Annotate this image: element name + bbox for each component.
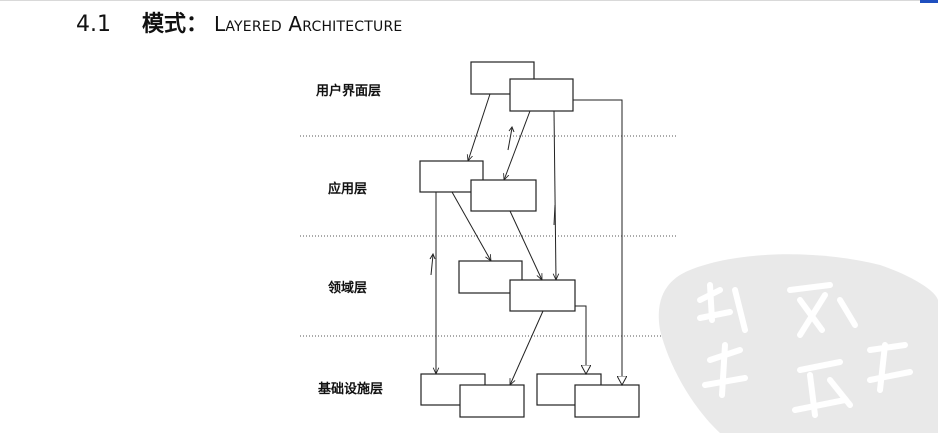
return-arrow-2 [553, 204, 556, 226]
arrow-app-to-domain-2 [509, 210, 543, 280]
arrow-app-to-domain-1 [451, 191, 491, 261]
layer-label-infrastructure: 基础设施层 [318, 382, 384, 397]
seal-stamp [658, 254, 938, 433]
arrow-ui-to-domain [554, 110, 556, 280]
arrow-ui-to-app-1 [468, 93, 491, 161]
return-arrow-3 [430, 254, 434, 276]
layer-label-application: 应用层 [328, 182, 368, 197]
layer-separators [300, 135, 678, 337]
top-accent-bar [920, 0, 938, 3]
section-number: 4.1 [76, 12, 111, 37]
component-boxes [419, 61, 640, 418]
layer-label-domain: 领域层 [328, 281, 368, 296]
app-box-2 [470, 179, 537, 212]
return-arrow-3-head [429, 252, 436, 260]
layer-label-ui: 用户界面层 [316, 84, 382, 99]
dependency-arrows [429, 93, 622, 385]
arrow-domain-to-infra-1 [509, 310, 544, 385]
ui-box-2 [509, 78, 574, 112]
infra-box-4 [574, 384, 640, 418]
arrow-domain-to-infra-2 [575, 305, 586, 374]
infra-box-2 [459, 384, 525, 418]
domain-box-2 [509, 279, 576, 312]
section-heading: 4.1 模式： Layered Architecture [76, 6, 402, 38]
section-chinese-title: 模式： [142, 12, 209, 37]
section-title: Layered Architecture [214, 12, 403, 36]
return-arrow-1 [507, 127, 513, 151]
arrow-ui-to-app-2 [504, 110, 531, 180]
return-arrow-1-head [508, 125, 515, 133]
arrow-ui-to-infra [573, 99, 622, 385]
top-rule [0, 0, 938, 1]
